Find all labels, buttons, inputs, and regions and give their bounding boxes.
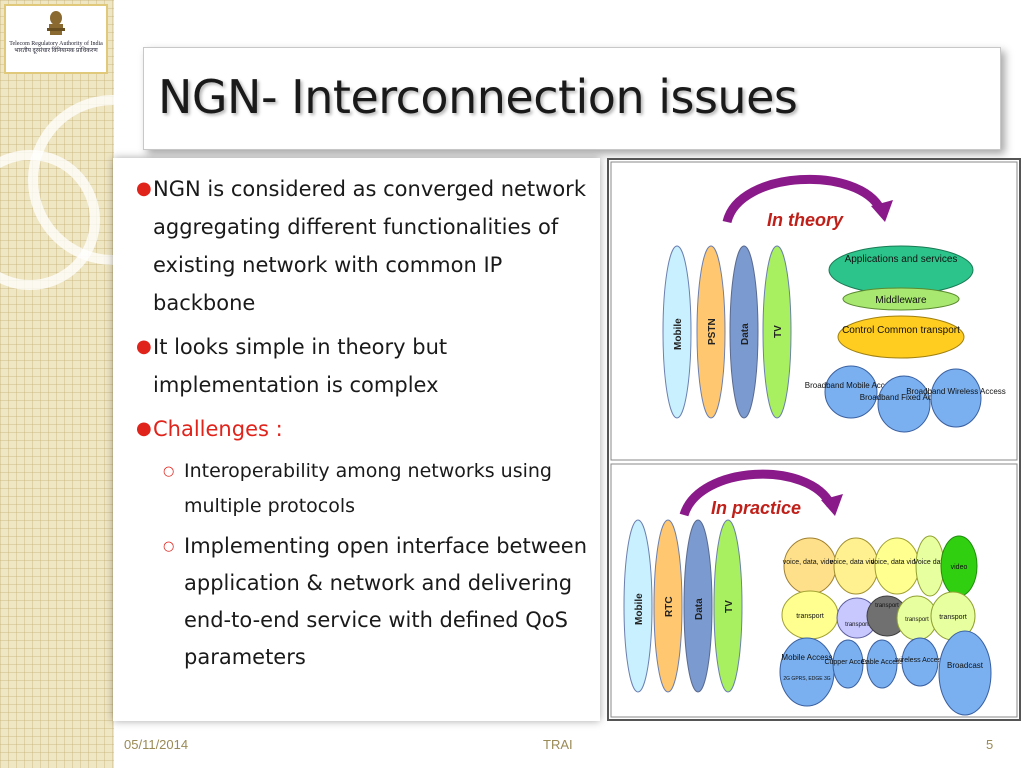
sub-bullet-item: ○ Implementing open interface between ap… (113, 528, 600, 676)
practice-top-1-text: voice, data, video (783, 559, 838, 566)
practice-label-rtc: RTC (664, 596, 675, 617)
theory-access-fixed (877, 375, 931, 433)
practice-bottom-2-text: Cupper Access (824, 659, 872, 666)
theory-access-mobile (824, 365, 878, 419)
practice-col-tv (713, 519, 743, 693)
theory-access-wireless (930, 368, 982, 428)
practice-mid-3-text: transport (875, 603, 899, 609)
diagram-panel: In theory Mobile PSTN Data TV Applicatio… (607, 158, 1021, 721)
sub-bullet-ring-icon: ○ (163, 539, 175, 554)
theory-col-pstn (696, 245, 726, 419)
practice-mid-4-text: transport (905, 617, 929, 623)
practice-label-data: Data (694, 598, 705, 620)
practice-col-rtc (653, 519, 683, 693)
footer-page-number: 5 (986, 737, 994, 752)
practice-top-5-text: video (951, 564, 968, 571)
practice-label-mobile: Mobile (634, 593, 645, 625)
theory-label-pstn: PSTN (707, 318, 718, 345)
theory-arrow-icon (722, 174, 886, 224)
bullet-dot-icon: ● (136, 336, 152, 357)
theory-apps-text: Applications and services (845, 254, 958, 265)
theory-control-ellipse (837, 315, 965, 359)
practice-bottom-5 (938, 630, 992, 716)
theory-access-mobile-text: Broadband Mobile Access (805, 381, 898, 390)
footer-date: 05/11/2014 (124, 737, 189, 752)
practice-bottom-4-text: wireless Access (894, 657, 945, 664)
practice-label-tv: TV (724, 600, 735, 613)
practice-mobile-sub-text: 2G GPRS, EDGE 3G (783, 676, 830, 682)
slide-title: NGN- Interconnection issues (158, 70, 798, 124)
theory-label-tv: TV (773, 325, 784, 338)
logo-text-en: Telecom Regulatory Authority of India (9, 41, 103, 47)
practice-top-3-text: voice, data video (871, 559, 924, 566)
theory-label-data: Data (740, 323, 751, 345)
theory-col-mobile (662, 245, 692, 419)
bullet-item: ● NGN is considered as converged network… (113, 170, 600, 322)
theory-col-tv (762, 245, 792, 419)
practice-top-2-text: voice, data video (830, 559, 883, 566)
bullet-item-challenges: ● Challenges : (113, 410, 600, 448)
practice-top-2 (833, 537, 879, 595)
bullet-item: ● It looks simple in theory but implemen… (113, 328, 600, 404)
theory-middleware-ellipse (842, 287, 960, 311)
practice-bottom-1 (779, 637, 835, 707)
practice-col-data (683, 519, 713, 693)
bullet-text: NGN is considered as converged network a… (153, 177, 586, 315)
sub-bullet-text: Interoperability among networks using mu… (184, 460, 552, 517)
theory-col-data (729, 245, 759, 419)
bullet-list: ● NGN is considered as converged network… (113, 170, 600, 676)
practice-heading: In practice (711, 498, 801, 518)
practice-bottom-3-text: Cable Access (861, 659, 904, 666)
practice-col-mobile (623, 519, 653, 693)
challenges-label: Challenges : (153, 417, 283, 441)
practice-top-1 (783, 537, 837, 595)
theory-arrowhead-icon (871, 200, 893, 222)
sub-bullet-item: ○ Interoperability among networks using … (113, 454, 600, 524)
practice-mid-1-text: transport (796, 613, 824, 620)
practice-arrowhead-icon (821, 494, 843, 516)
practice-top-3 (874, 537, 920, 595)
theory-heading: In theory (767, 210, 844, 230)
practice-arrow-icon (679, 469, 836, 517)
practice-mid-2-text: transport (845, 622, 869, 628)
bullet-panel: ● NGN is considered as converged network… (113, 158, 600, 721)
theory-access-fixed-text: Broadband Fixed Access (860, 393, 949, 402)
bullet-text: It looks simple in theory but implementa… (153, 335, 448, 397)
title-box: NGN- Interconnection issues (143, 47, 1001, 150)
practice-bottom-2 (832, 639, 864, 689)
practice-top-4-text: Voice data (914, 559, 947, 566)
bullet-dot-icon: ● (136, 418, 152, 439)
logo-text-hi: भारतीय दूरसंचार विनियामक प्राधिकरण (14, 48, 98, 54)
theory-access-wireless-text: Broadband Wireless Access (906, 387, 1006, 396)
decorative-circle (0, 150, 100, 290)
trai-logo: Telecom Regulatory Authority of India भा… (4, 4, 108, 74)
practice-bottom-1-text: Mobile Access (781, 653, 832, 662)
practice-bottom-3 (866, 639, 898, 689)
sub-bullet-ring-icon: ○ (163, 464, 175, 479)
theory-label-mobile: Mobile (673, 318, 684, 350)
emblem-icon (47, 11, 65, 35)
practice-top-4 (915, 535, 945, 597)
practice-bottom-4 (901, 637, 939, 687)
practice-bottom-5-text: Broadcast (947, 661, 984, 670)
theory-control-text: Control Common transport (842, 325, 960, 336)
bullet-dot-icon: ● (136, 178, 152, 199)
practice-mid-5-text: transport (939, 614, 967, 621)
ngn-diagram: In theory Mobile PSTN Data TV Applicatio… (610, 161, 1018, 718)
sub-bullet-text: Implementing open interface between appl… (184, 534, 588, 669)
theory-middleware-text: Middleware (875, 295, 927, 306)
footer-org: TRAI (543, 737, 573, 752)
